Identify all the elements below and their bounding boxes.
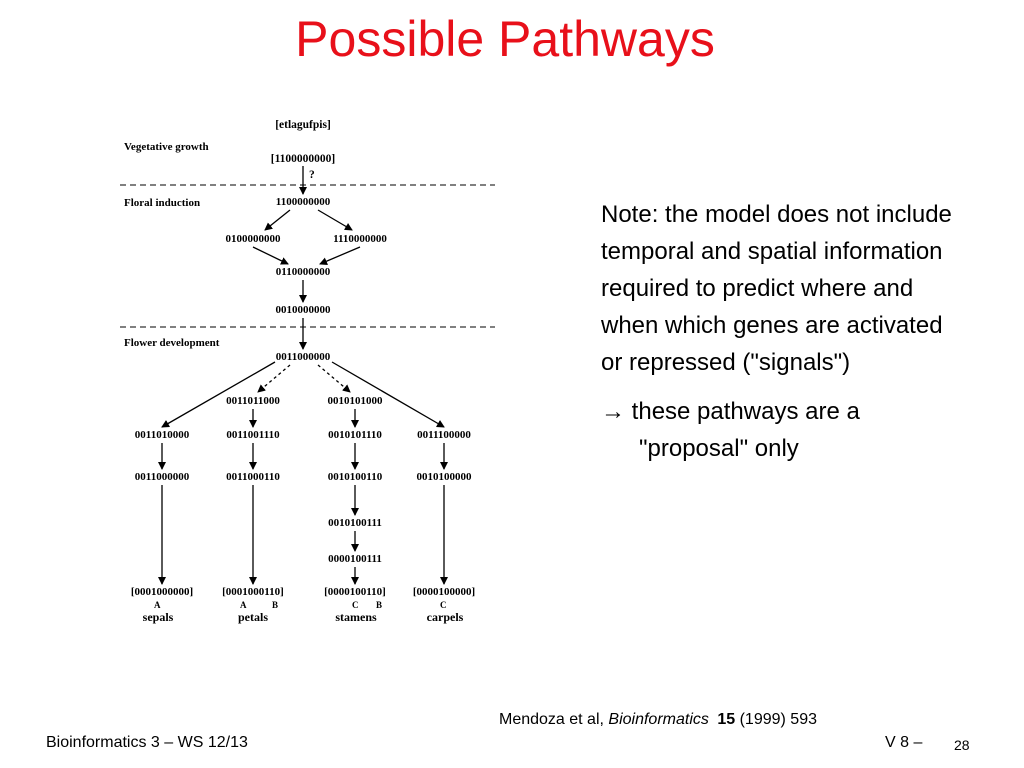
state-d3: 0010100000 (417, 471, 473, 483)
state-d-end: [0000100000] (413, 586, 475, 598)
state-d2: 0011100000 (417, 429, 471, 441)
state-c-end: [0000100110] (324, 586, 386, 598)
pathway-diagram: [etlagufpis] Vegetative growth Floral in… (120, 119, 495, 624)
state-c3: 0010100110 (328, 471, 383, 483)
state-b3: 0011000110 (226, 471, 280, 483)
arrow-induction-to-right (317, 209, 353, 231)
state-b2: 0011001110 (226, 429, 280, 441)
footer-page-number: 28 (954, 737, 970, 753)
arrow-flower-to-b1 (257, 364, 291, 393)
state-induction: 1100000000 (276, 196, 331, 208)
citation: Mendoza et al, Bioinformatics 15 (1999) … (499, 711, 817, 729)
state-merge-2: 0010000000 (276, 304, 332, 316)
gene-label-petals-2: B (272, 600, 278, 610)
state-a2: 0011010000 (135, 429, 190, 441)
state-a3: 0011000000 (135, 471, 190, 483)
state-initial: [1100000000] (271, 153, 336, 165)
organ-stamens: stamens (335, 610, 377, 624)
citation-rest: (1999) 593 (739, 711, 817, 728)
state-flower: 0011000000 (276, 351, 331, 363)
gene-label-sepals: A (154, 600, 161, 610)
state-b-end: [0001000110] (222, 586, 284, 598)
arrow-flower-to-d2 (331, 361, 445, 428)
phase-label-floral: Floral induction (124, 197, 200, 209)
state-right: 1110000000 (333, 233, 387, 245)
note-bullet-line2: "proposal" only (639, 435, 799, 462)
state-b1: 0011011000 (226, 395, 280, 407)
state-c2: 0010101110 (328, 429, 382, 441)
gene-label-stamens-2: B (376, 600, 382, 610)
footer-course: Bioinformatics 3 – WS 12/13 (46, 734, 248, 751)
gene-label-stamens-1: C (352, 600, 359, 610)
organ-carpels: carpels (427, 610, 464, 624)
arrow-flower-to-c1 (317, 364, 351, 393)
state-c5: 0000100111 (328, 553, 382, 565)
note-bullet: → these pathways are a "proposal" only (601, 393, 961, 467)
arrow-left-to-merge (252, 246, 289, 265)
arrow-right-to-merge (319, 246, 361, 265)
citation-journal: Bioinformatics (608, 711, 709, 728)
gene-label-carpels: C (440, 600, 447, 610)
organ-petals: petals (238, 610, 268, 624)
state-a-end: [0001000000] (131, 586, 193, 598)
citation-authors: Mendoza et al, (499, 711, 604, 728)
note-text-block: Note: the model does not include tempora… (601, 196, 961, 467)
note-paragraph: Note: the model does not include tempora… (601, 201, 952, 376)
state-c1: 0010101000 (328, 395, 384, 407)
state-merge-1: 0110000000 (276, 266, 331, 278)
gene-label-petals-1: A (240, 600, 247, 610)
note-bullet-line1: these pathways are a (631, 398, 860, 425)
state-left: 0100000000 (226, 233, 282, 245)
pathway-arrows (158, 166, 448, 585)
footer-lecture: V 8 – (885, 734, 923, 751)
phase-label-vegetative: Vegetative growth (124, 141, 209, 153)
gene-order-label: [etlagufpis] (275, 119, 331, 131)
arrow-induction-to-left (264, 209, 291, 231)
arrow-icon: → (601, 398, 625, 425)
organ-sepals: sepals (143, 610, 174, 624)
arrow-flower-to-a2 (161, 361, 276, 428)
citation-volume: 15 (717, 711, 736, 728)
state-c4: 0010100111 (328, 517, 382, 529)
question-mark: ? (309, 169, 315, 181)
phase-label-flower: Flower development (124, 337, 220, 349)
slide-title: Possible Pathways (295, 11, 715, 67)
